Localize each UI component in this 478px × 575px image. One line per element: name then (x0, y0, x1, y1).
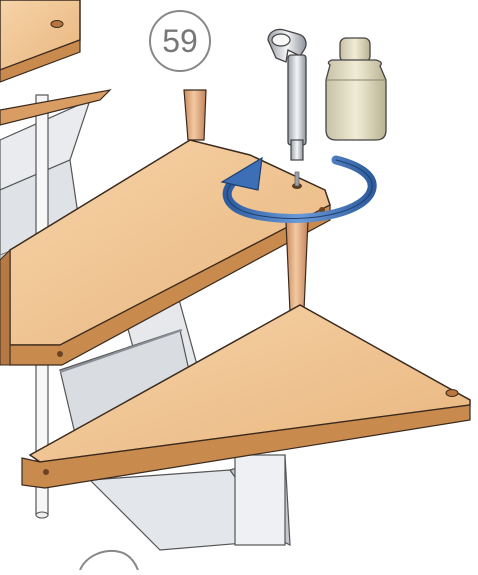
step-number-badge: 59 (150, 11, 210, 71)
grease-jar-icon (326, 38, 386, 140)
tread-bolt-bottom-right (446, 390, 458, 397)
stair-post-upper (184, 90, 206, 140)
next-step-badge-partial (80, 551, 138, 570)
step-number: 59 (162, 23, 198, 59)
tread-bolt-top (51, 21, 63, 28)
socket-wrench-icon (268, 29, 306, 160)
tread-bolt-bottom-left (43, 469, 49, 475)
stair-post-lower (286, 220, 308, 312)
tread-bolt-middle-left (57, 351, 63, 357)
stair-tread-top (0, 0, 80, 82)
